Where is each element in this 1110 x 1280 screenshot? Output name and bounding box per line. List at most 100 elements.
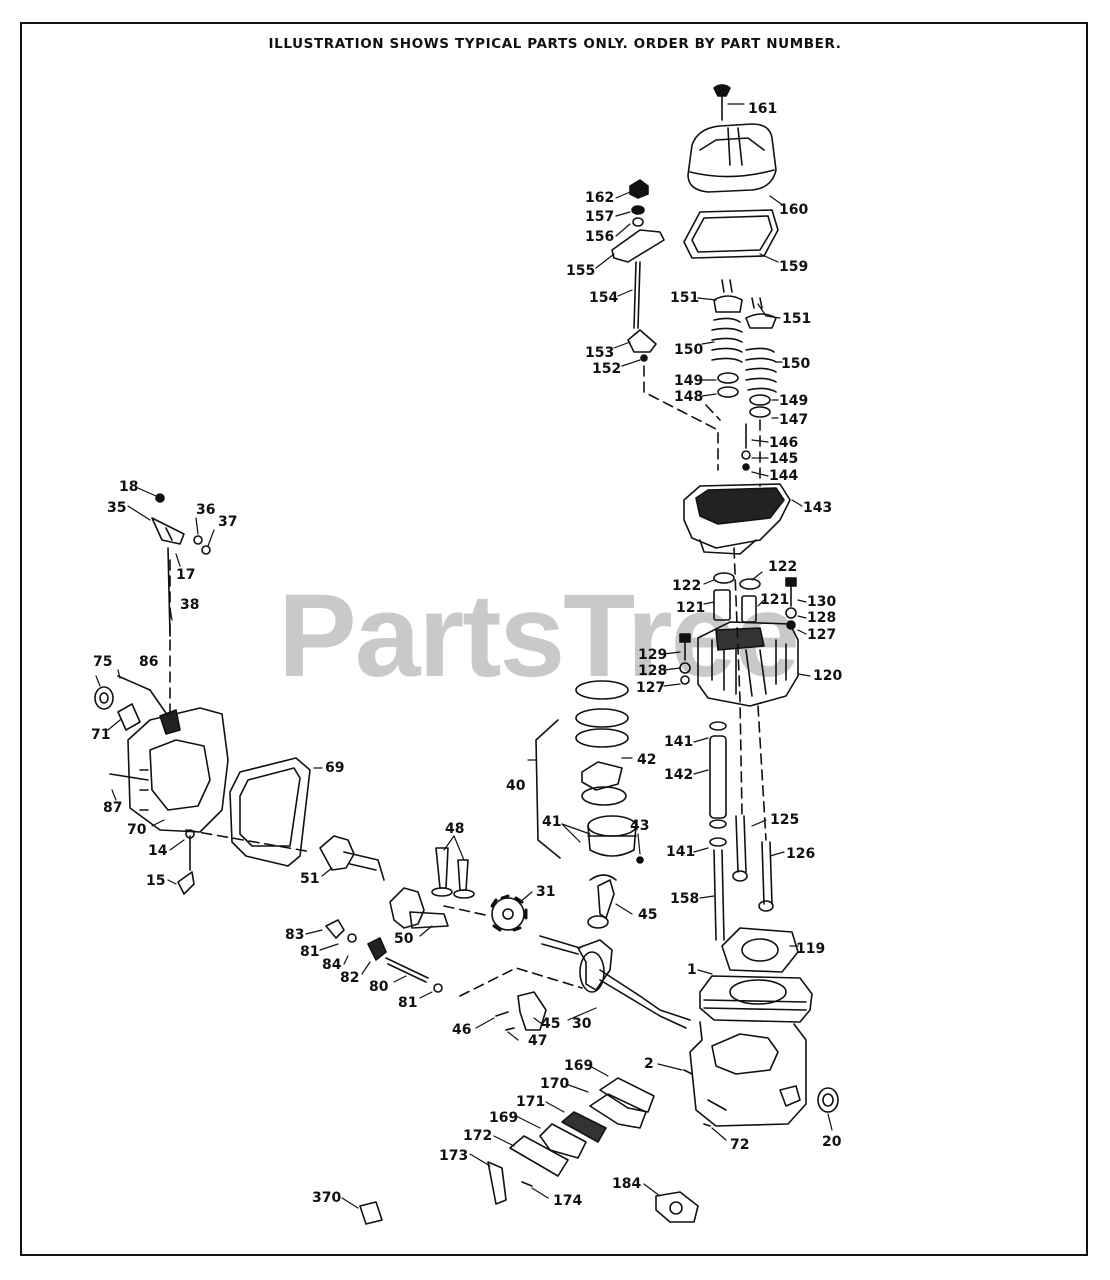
callout-45-bracket: 45 bbox=[541, 1016, 561, 1032]
rocker-parts bbox=[611, 179, 665, 362]
callout-121-left: 121 bbox=[676, 600, 706, 616]
head-hardware bbox=[679, 572, 797, 685]
callout-157: 157 bbox=[585, 209, 615, 225]
callout-30: 30 bbox=[572, 1016, 592, 1032]
callout-174: 174 bbox=[553, 1193, 583, 1209]
callout-17: 17 bbox=[176, 567, 196, 583]
callout-160: 160 bbox=[779, 202, 809, 218]
callout-51: 51 bbox=[300, 871, 320, 887]
housing-gasket bbox=[229, 757, 311, 867]
governor-lever bbox=[177, 829, 195, 895]
housing-screws bbox=[109, 675, 169, 781]
callout-153: 153 bbox=[585, 345, 615, 361]
callout-142: 142 bbox=[664, 767, 694, 783]
callout-20: 20 bbox=[822, 1134, 842, 1150]
callout-173: 173 bbox=[439, 1148, 469, 1164]
callout-47: 47 bbox=[528, 1033, 548, 1049]
cover-gasket bbox=[683, 209, 779, 259]
callout-15: 15 bbox=[146, 873, 166, 889]
callout-38: 38 bbox=[180, 597, 200, 613]
callout-36: 36 bbox=[196, 502, 216, 518]
callout-82: 82 bbox=[340, 970, 360, 986]
governor-assembly bbox=[325, 919, 443, 993]
callout-144: 144 bbox=[769, 468, 799, 484]
connecting-rod bbox=[587, 874, 617, 929]
callout-126: 126 bbox=[786, 846, 816, 862]
callout-127-left: 127 bbox=[636, 680, 666, 696]
callout-41: 41 bbox=[542, 814, 562, 830]
callout-159: 159 bbox=[779, 259, 809, 275]
governor-bracket bbox=[495, 991, 547, 1031]
callout-69: 69 bbox=[325, 760, 345, 776]
callout-148: 148 bbox=[674, 389, 704, 405]
callout-170: 170 bbox=[540, 1076, 570, 1092]
callout-145: 145 bbox=[769, 451, 799, 467]
callout-119: 119 bbox=[796, 941, 826, 957]
leader-lines bbox=[95, 103, 833, 1209]
callout-45-rod: 45 bbox=[638, 907, 658, 923]
callout-125: 125 bbox=[770, 812, 800, 828]
cam-gear bbox=[490, 894, 528, 932]
hidden-line-1 bbox=[643, 365, 761, 487]
callout-141-top: 141 bbox=[664, 734, 694, 750]
cylinder-block bbox=[689, 975, 813, 1127]
hidden-line-3 bbox=[185, 829, 583, 997]
callout-172: 172 bbox=[463, 1128, 493, 1144]
callout-122-left: 122 bbox=[672, 578, 702, 594]
push-rod-tube bbox=[709, 721, 774, 941]
piston-bracket bbox=[535, 719, 561, 859]
callout-151-right: 151 bbox=[782, 311, 812, 327]
callout-37: 37 bbox=[218, 514, 238, 530]
gear-housing bbox=[127, 707, 229, 833]
callout-151-left: 151 bbox=[670, 290, 700, 306]
callout-81-top: 81 bbox=[300, 944, 320, 960]
governor-link bbox=[151, 493, 211, 637]
callout-154: 154 bbox=[589, 290, 619, 306]
callout-127-right: 127 bbox=[807, 627, 837, 643]
callout-42: 42 bbox=[637, 752, 657, 768]
piston bbox=[587, 815, 644, 864]
camshaft bbox=[319, 835, 449, 929]
callout-48: 48 bbox=[445, 821, 465, 837]
callout-141-bottom: 141 bbox=[666, 844, 696, 860]
callout-46: 46 bbox=[452, 1022, 472, 1038]
callout-370: 370 bbox=[312, 1190, 342, 1206]
diagram-frame bbox=[20, 22, 1088, 1256]
callout-1: 1 bbox=[687, 962, 697, 978]
callout-130: 130 bbox=[807, 594, 837, 610]
callout-128-right: 128 bbox=[807, 610, 837, 626]
valve-cover bbox=[687, 123, 777, 193]
callout-84: 84 bbox=[322, 957, 342, 973]
valve-springs bbox=[711, 279, 777, 471]
callout-75: 75 bbox=[93, 654, 113, 670]
oil-seal-right bbox=[817, 1087, 839, 1113]
callout-147: 147 bbox=[779, 412, 809, 428]
callout-40: 40 bbox=[506, 778, 526, 794]
callout-35: 35 bbox=[107, 500, 127, 516]
callout-128-left: 128 bbox=[638, 663, 668, 679]
callout-169-bottom: 169 bbox=[489, 1110, 519, 1126]
diagram-header: ILLUSTRATION SHOWS TYPICAL PARTS ONLY. O… bbox=[268, 36, 842, 52]
hidden-line-2 bbox=[733, 547, 767, 841]
callout-146: 146 bbox=[769, 435, 799, 451]
callout-80: 80 bbox=[369, 979, 389, 995]
piston-rings bbox=[575, 680, 629, 806]
exhaust-gasket bbox=[655, 1191, 699, 1223]
callout-171: 171 bbox=[516, 1094, 546, 1110]
cylinder-head bbox=[697, 621, 799, 707]
callout-158: 158 bbox=[670, 891, 700, 907]
rocker-housing bbox=[683, 483, 791, 555]
callout-50: 50 bbox=[394, 931, 414, 947]
callout-87: 87 bbox=[103, 800, 123, 816]
callout-43: 43 bbox=[630, 818, 650, 834]
callout-86: 86 bbox=[139, 654, 159, 670]
callout-83: 83 bbox=[285, 927, 305, 943]
callout-149-left: 149 bbox=[674, 373, 704, 389]
block-fasteners bbox=[683, 1069, 711, 1127]
callout-72: 72 bbox=[730, 1137, 750, 1153]
callout-70: 70 bbox=[127, 822, 147, 838]
callout-71: 71 bbox=[91, 727, 111, 743]
callout-149-right: 149 bbox=[779, 393, 809, 409]
callout-161: 161 bbox=[748, 101, 778, 117]
